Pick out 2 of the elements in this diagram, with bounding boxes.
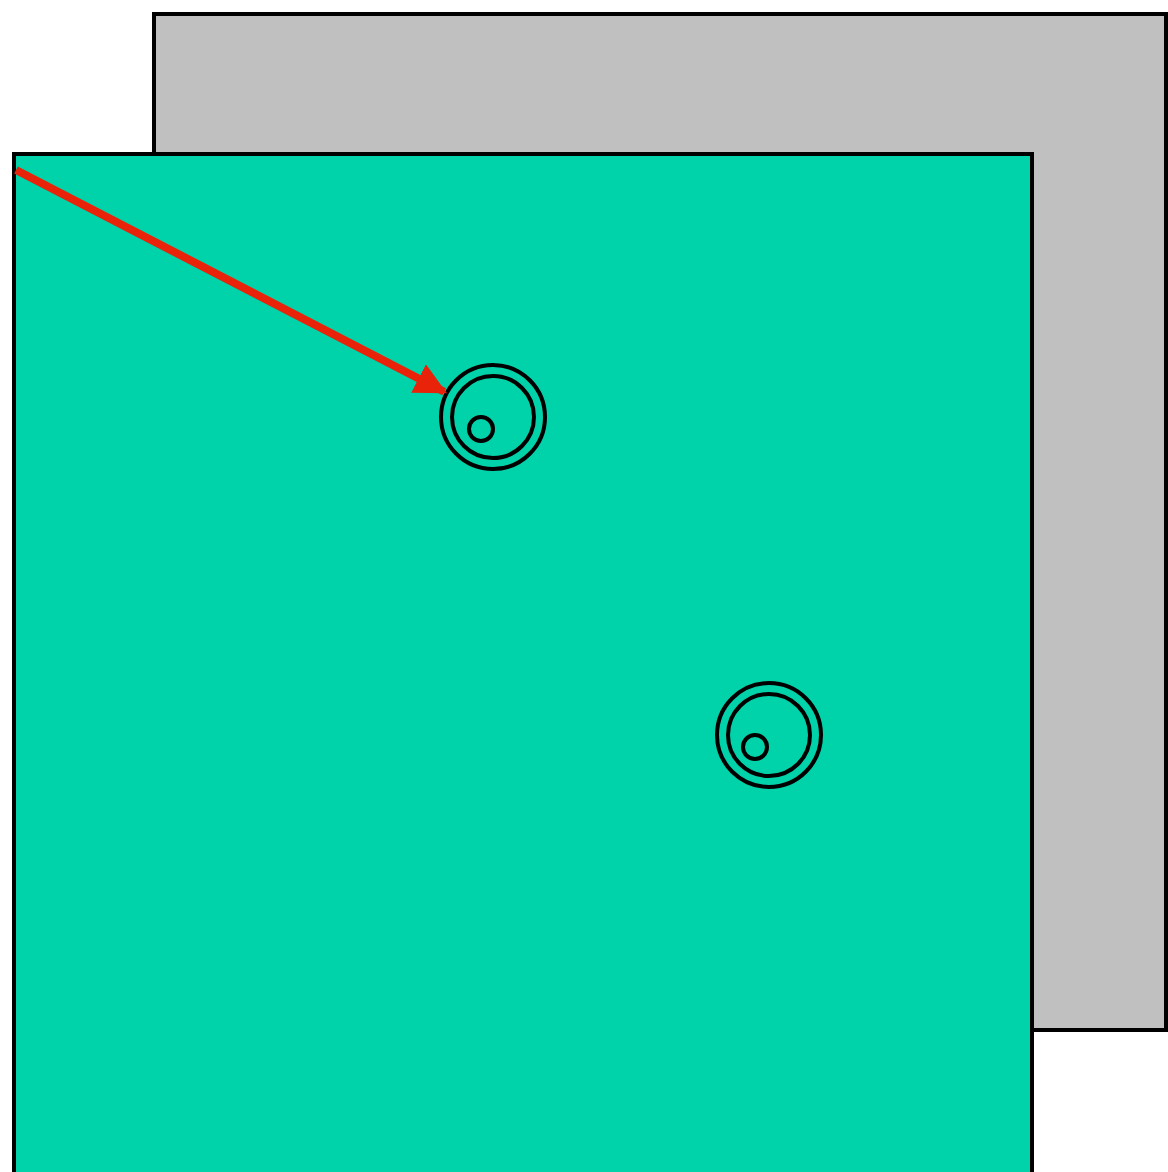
front-square: [12, 152, 1034, 1172]
arrow: [14, 166, 447, 396]
